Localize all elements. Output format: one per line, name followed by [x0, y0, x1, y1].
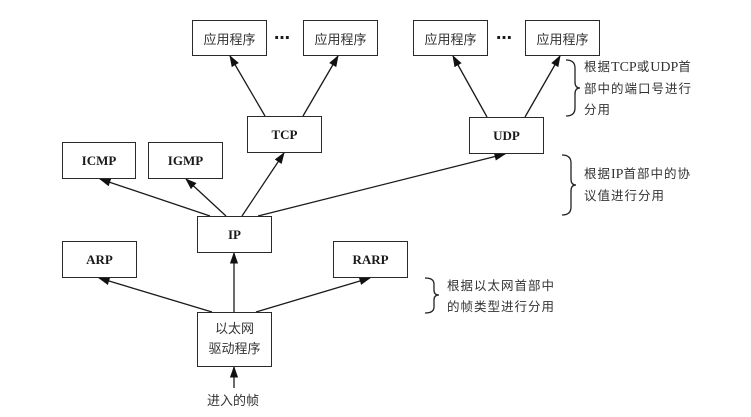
note-text: IP — [611, 167, 624, 182]
app-box-1: 应用程序 — [192, 20, 267, 56]
note-text: UDP — [650, 60, 679, 75]
arp-box: ARP — [62, 241, 137, 278]
ellipsis-left: … — [274, 24, 291, 43]
note-ip-demux: 根据IP首部中的协 议值进行分用 — [584, 163, 691, 206]
edge-driver-arp — [97, 277, 213, 313]
note-line: 分用 — [584, 102, 612, 117]
driver-label-line1: 以太网 — [214, 321, 254, 337]
tcp-box: TCP — [247, 116, 322, 153]
note-text: 根据 — [584, 166, 612, 181]
tcp-label: TCP — [271, 126, 298, 142]
rarp-label: RARP — [352, 251, 389, 267]
ellipsis-right: … — [496, 24, 513, 43]
note-transport-demux: 根据TCP或UDP首 部中的端口号进行 分用 — [584, 56, 692, 120]
edge-udp-app4 — [524, 54, 561, 118]
edge-ip-igmp — [185, 178, 227, 217]
icmp-label: ICMP — [81, 152, 117, 168]
edge-ip-icmp — [98, 178, 211, 217]
ethernet-driver-box: 以太网 驱动程序 — [197, 312, 272, 367]
app-label: 应用程序 — [424, 32, 477, 48]
note-ethernet-demux: 根据以太网首部中 的帧类型进行分用 — [447, 275, 555, 317]
edge-ip-udp — [257, 152, 507, 217]
igmp-box: IGMP — [148, 142, 223, 179]
brace-ip — [561, 154, 577, 216]
app-box-2: 应用程序 — [303, 20, 378, 56]
edge-udp-app3 — [452, 54, 488, 118]
brace-transport — [565, 59, 581, 117]
ip-label: IP — [228, 226, 241, 242]
udp-box: UDP — [469, 117, 544, 154]
note-text: 根据 — [584, 59, 612, 74]
edge-ip-tcp — [241, 152, 285, 217]
app-label: 应用程序 — [203, 32, 256, 48]
driver-label-line2: 驱动程序 — [208, 341, 261, 357]
icmp-box: ICMP — [62, 142, 136, 179]
note-line: 议值进行分用 — [584, 188, 666, 203]
edge-tcp-app2 — [302, 54, 339, 117]
udp-label: UDP — [493, 127, 520, 143]
note-line: 部中的端口号进行 — [584, 81, 693, 96]
ip-box: IP — [197, 216, 272, 253]
edge-tcp-app1 — [229, 54, 266, 117]
arp-label: ARP — [86, 251, 113, 267]
note-text: 首 — [678, 59, 692, 74]
note-line: 根据IP首部中的协 — [584, 163, 691, 185]
note-line: 根据以太网首部中 — [447, 278, 556, 293]
note-text: 首部中的协 — [623, 166, 691, 181]
brace-ethernet — [424, 277, 440, 314]
igmp-label: IGMP — [167, 152, 204, 168]
app-box-4: 应用程序 — [525, 20, 600, 56]
note-line: 根据TCP或UDP首 — [584, 56, 692, 78]
incoming-frame-label: 进入的帧 — [207, 394, 260, 409]
note-text: 或 — [636, 59, 651, 74]
rarp-box: RARP — [333, 241, 408, 278]
note-text: TCP — [611, 60, 637, 75]
app-label: 应用程序 — [314, 32, 367, 48]
app-label: 应用程序 — [536, 32, 589, 48]
edge-driver-rarp — [255, 277, 372, 313]
app-box-3: 应用程序 — [413, 20, 488, 56]
note-line: 的帧类型进行分用 — [447, 299, 556, 314]
